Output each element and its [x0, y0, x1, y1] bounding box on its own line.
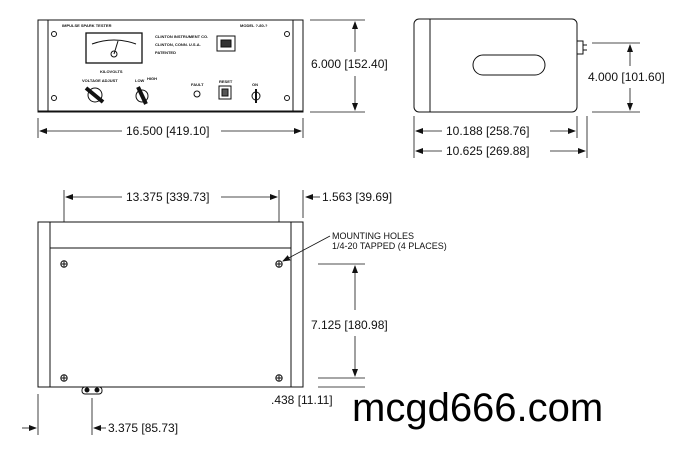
watermark-backdrop	[350, 388, 680, 438]
front-title: IMPULSE SPARK TESTER	[62, 23, 112, 28]
watermark-text: mcgd666.com	[352, 386, 603, 430]
panel-screw	[284, 31, 290, 37]
side-width-inner-label: 10.188 [258.76]	[446, 124, 529, 138]
mounting-hole	[275, 374, 283, 382]
bottom-outline	[37, 221, 304, 388]
mounting-note-leader	[282, 235, 331, 262]
front-view-labels: IMPULSE SPARK TESTER MODEL ?-80-? KILOVO…	[62, 23, 268, 87]
reset-button	[218, 85, 232, 100]
side-width-outer-label: 10.625 [269.88]	[446, 144, 529, 158]
handle-slot	[472, 54, 546, 76]
ground-terminal	[81, 386, 103, 395]
on-label: ON	[252, 82, 258, 87]
panel-screw	[51, 95, 57, 101]
hole-spacing-dimension	[63, 190, 280, 222]
knob-left-label: VOLTAGE ADJUST	[82, 78, 118, 83]
hole-depth-dimension	[318, 263, 365, 388]
mounting-hole	[60, 374, 68, 382]
power-switch-icon	[251, 89, 261, 103]
side-width-dimensions	[413, 116, 588, 158]
edge-offset-label: 1.563 [39.69]	[322, 190, 392, 204]
front-view	[37, 19, 304, 113]
maker-line-1: CLINTON INSTRUMENT CO.	[155, 34, 208, 39]
side-view	[413, 18, 587, 113]
edge-offset-dimension	[302, 190, 320, 218]
front-height-dimension	[310, 19, 365, 113]
left-offset-dimension	[22, 394, 106, 435]
reset-label: RESET	[219, 79, 233, 84]
panel-screw	[51, 31, 57, 37]
range-selector-knob	[135, 86, 149, 105]
hole-spacing-label: 13.375 [339.73]	[126, 190, 209, 204]
mounting-note-line1: MOUNTING HOLES	[332, 231, 414, 241]
meter-label: KILOVOLTS	[100, 69, 123, 74]
side-height-dimension	[592, 42, 640, 113]
bottom-offset-label: .438 [11.11]	[271, 393, 333, 407]
front-model: MODEL ?-80-?	[240, 23, 268, 28]
model-window	[216, 35, 236, 52]
panel-screw	[284, 95, 290, 101]
bottom-view	[37, 221, 304, 395]
knob-high-label: HIGH	[147, 76, 157, 81]
mounting-hole	[60, 260, 68, 268]
fault-label: FAULT	[191, 82, 204, 87]
mounting-note-line2: 1/4-20 TAPPED (4 PLACES)	[332, 241, 447, 251]
knob-low-label: LOW	[135, 78, 145, 83]
front-width-label: 16.500 [419.10]	[126, 124, 209, 138]
rear-connector	[576, 40, 584, 55]
side-height-label: 4.000 [101.60]	[588, 70, 665, 84]
left-offset-label: 3.375 [85.73]	[108, 421, 178, 435]
side-outline	[413, 18, 578, 113]
kilovolt-meter	[85, 32, 143, 64]
mounting-hole	[275, 260, 283, 268]
hole-depth-label: 7.125 [180.98]	[311, 318, 388, 332]
front-width-dimension	[37, 118, 304, 138]
front-panel-outline	[37, 19, 304, 113]
front-height-label: 6.000 [152.40]	[311, 57, 388, 71]
fault-lamp-icon	[193, 90, 201, 98]
maker-line-2: CLINTON, CONN. U.S.A.	[155, 42, 201, 47]
voltage-adjust-knob	[84, 86, 105, 104]
maker-line-3: PATENTED	[155, 50, 176, 55]
